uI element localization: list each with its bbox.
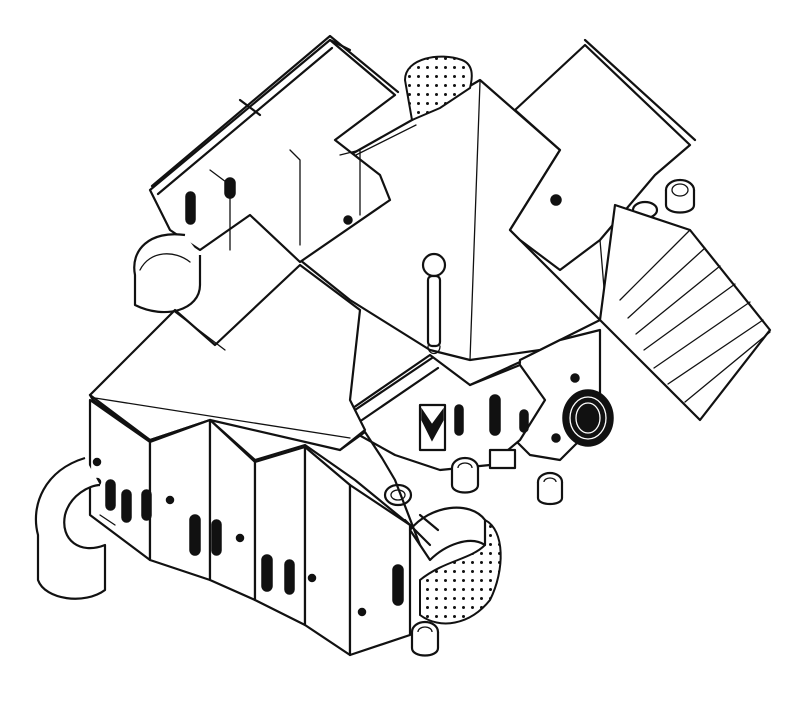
entrance-eaves bbox=[338, 430, 440, 547]
lower-dotted-apse bbox=[408, 506, 502, 625]
entrance-court bbox=[348, 353, 547, 472]
entrance-columns bbox=[383, 456, 564, 657]
exterior-stair bbox=[598, 203, 772, 422]
upper-right-columns bbox=[631, 178, 696, 220]
lower-facade bbox=[88, 398, 412, 657]
right-tower bbox=[513, 328, 614, 462]
roof-finial-column bbox=[421, 252, 447, 355]
upper-dotted-apse bbox=[403, 55, 473, 122]
upper-left-apse bbox=[133, 233, 202, 314]
upper-left-wing bbox=[148, 34, 400, 264]
lower-left-apse bbox=[34, 456, 116, 600]
